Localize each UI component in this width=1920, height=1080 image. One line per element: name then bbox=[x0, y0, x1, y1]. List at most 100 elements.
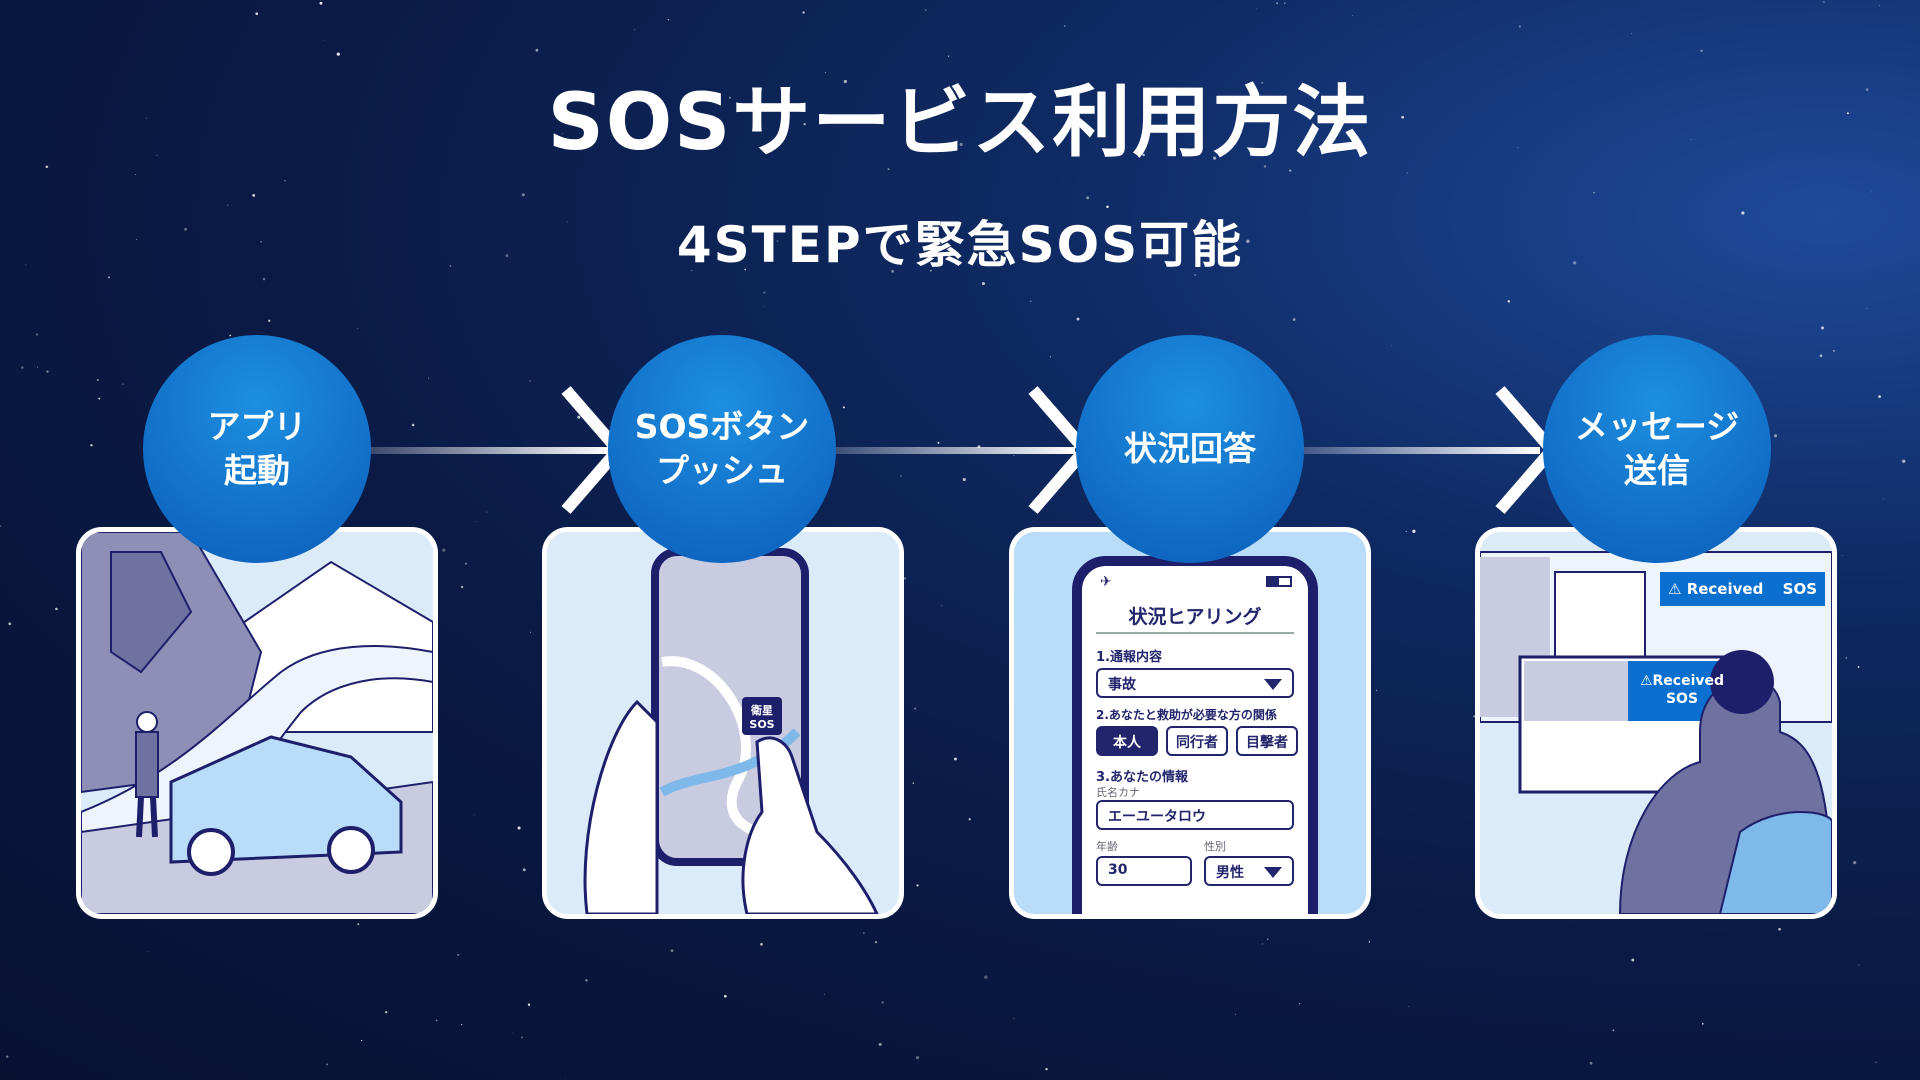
star bbox=[947, 55, 950, 57]
star bbox=[1408, 1005, 1410, 1007]
star bbox=[260, 240, 263, 243]
star bbox=[1778, 927, 1781, 931]
star bbox=[449, 265, 452, 267]
star bbox=[928, 111, 931, 114]
star bbox=[878, 1042, 882, 1046]
star bbox=[585, 979, 588, 982]
star bbox=[954, 757, 957, 761]
star bbox=[1189, 106, 1191, 108]
phone-map-illustration: 衛星 SOS bbox=[547, 532, 899, 914]
star bbox=[728, 96, 731, 99]
star bbox=[1197, 92, 1199, 95]
step-4-circle: メッセージ 送信 bbox=[1543, 335, 1771, 563]
battery-icon bbox=[1266, 576, 1292, 587]
star bbox=[319, 1, 323, 5]
star bbox=[1412, 529, 1416, 533]
divider bbox=[1096, 632, 1294, 634]
star bbox=[475, 521, 477, 522]
star bbox=[925, 9, 927, 11]
star bbox=[521, 193, 525, 197]
star bbox=[1289, 169, 1292, 172]
star bbox=[460, 585, 464, 589]
star bbox=[1261, 943, 1264, 945]
star bbox=[6, 1055, 9, 1058]
star bbox=[825, 72, 826, 74]
star bbox=[1690, 139, 1692, 141]
star bbox=[357, 923, 360, 926]
star bbox=[1406, 172, 1408, 174]
star bbox=[505, 254, 509, 257]
star bbox=[45, 165, 49, 169]
star bbox=[1573, 261, 1577, 265]
star bbox=[984, 975, 988, 979]
star bbox=[843, 79, 847, 84]
star bbox=[880, 247, 882, 249]
star bbox=[1821, 326, 1825, 330]
star bbox=[1875, 1061, 1877, 1064]
name-input[interactable]: エーユータロウ bbox=[1096, 800, 1294, 830]
question-1-label: 1.通報内容 bbox=[1096, 650, 1162, 665]
star bbox=[37, 366, 39, 368]
star bbox=[435, 1019, 438, 1022]
star bbox=[691, 270, 693, 272]
star bbox=[981, 282, 985, 286]
star bbox=[108, 276, 110, 279]
star bbox=[529, 380, 531, 382]
star bbox=[1234, 1013, 1236, 1015]
star bbox=[55, 607, 58, 611]
star bbox=[874, 940, 878, 944]
star bbox=[1517, 147, 1519, 149]
airplane-mode-icon: ✈ bbox=[1100, 574, 1112, 590]
star bbox=[1774, 434, 1777, 438]
star bbox=[1819, 354, 1823, 358]
star bbox=[1878, 395, 1881, 398]
star bbox=[776, 240, 779, 242]
star bbox=[1823, 1, 1825, 3]
star bbox=[1045, 1067, 1048, 1071]
star bbox=[1870, 191, 1872, 193]
star bbox=[122, 383, 124, 385]
star bbox=[1741, 211, 1745, 215]
star bbox=[567, 221, 568, 223]
banner-received-text: Received bbox=[1686, 580, 1764, 598]
gender-label: 性別 bbox=[1204, 840, 1226, 853]
star bbox=[1292, 318, 1296, 321]
star bbox=[1631, 33, 1632, 34]
star bbox=[1246, 239, 1250, 243]
star bbox=[268, 319, 271, 322]
age-label: 年齢 bbox=[1096, 840, 1118, 853]
svg-text:衛星: 衛星 bbox=[750, 703, 773, 717]
connector-line bbox=[835, 447, 1075, 454]
age-input[interactable]: 30 bbox=[1096, 856, 1192, 886]
satellite-sos-button bbox=[742, 697, 782, 735]
gender-select[interactable]: 男性 bbox=[1204, 856, 1294, 886]
star bbox=[912, 782, 915, 784]
star bbox=[1299, 1003, 1301, 1005]
star bbox=[941, 605, 943, 607]
option-witness[interactable]: 目撃者 bbox=[1236, 726, 1298, 756]
step-2-circle: SOSボタン プッシュ bbox=[608, 335, 836, 563]
star bbox=[634, 29, 636, 31]
banner-sos-text: SOS bbox=[1782, 580, 1817, 598]
star bbox=[530, 631, 532, 633]
step-3-card: ✈ 状況ヒアリング 1.通報内容 事故 2.あなたと救助が必要な方の関係 本人 … bbox=[1009, 527, 1371, 919]
option-self[interactable]: 本人 bbox=[1096, 726, 1158, 756]
star bbox=[98, 397, 101, 400]
star bbox=[1013, 454, 1015, 456]
star bbox=[527, 1003, 531, 1006]
star bbox=[723, 994, 727, 998]
star bbox=[156, 154, 158, 156]
star bbox=[881, 1001, 884, 1004]
option-companion[interactable]: 同行者 bbox=[1166, 726, 1228, 756]
star bbox=[959, 142, 963, 146]
page-subtitle: 4STEPで緊急SOS可能 bbox=[676, 216, 1244, 274]
page-title: SOSサービス利用方法 bbox=[547, 78, 1373, 168]
star bbox=[97, 379, 99, 381]
star bbox=[916, 884, 919, 887]
star bbox=[760, 943, 763, 946]
dropdown-arrow-icon bbox=[1264, 679, 1282, 690]
star bbox=[1368, 941, 1371, 943]
incident-type-select[interactable]: 事故 bbox=[1096, 668, 1294, 698]
phone-form: ✈ 状況ヒアリング 1.通報内容 事故 2.あなたと救助が必要な方の関係 本人 … bbox=[1072, 556, 1318, 914]
connector-line bbox=[370, 447, 610, 454]
